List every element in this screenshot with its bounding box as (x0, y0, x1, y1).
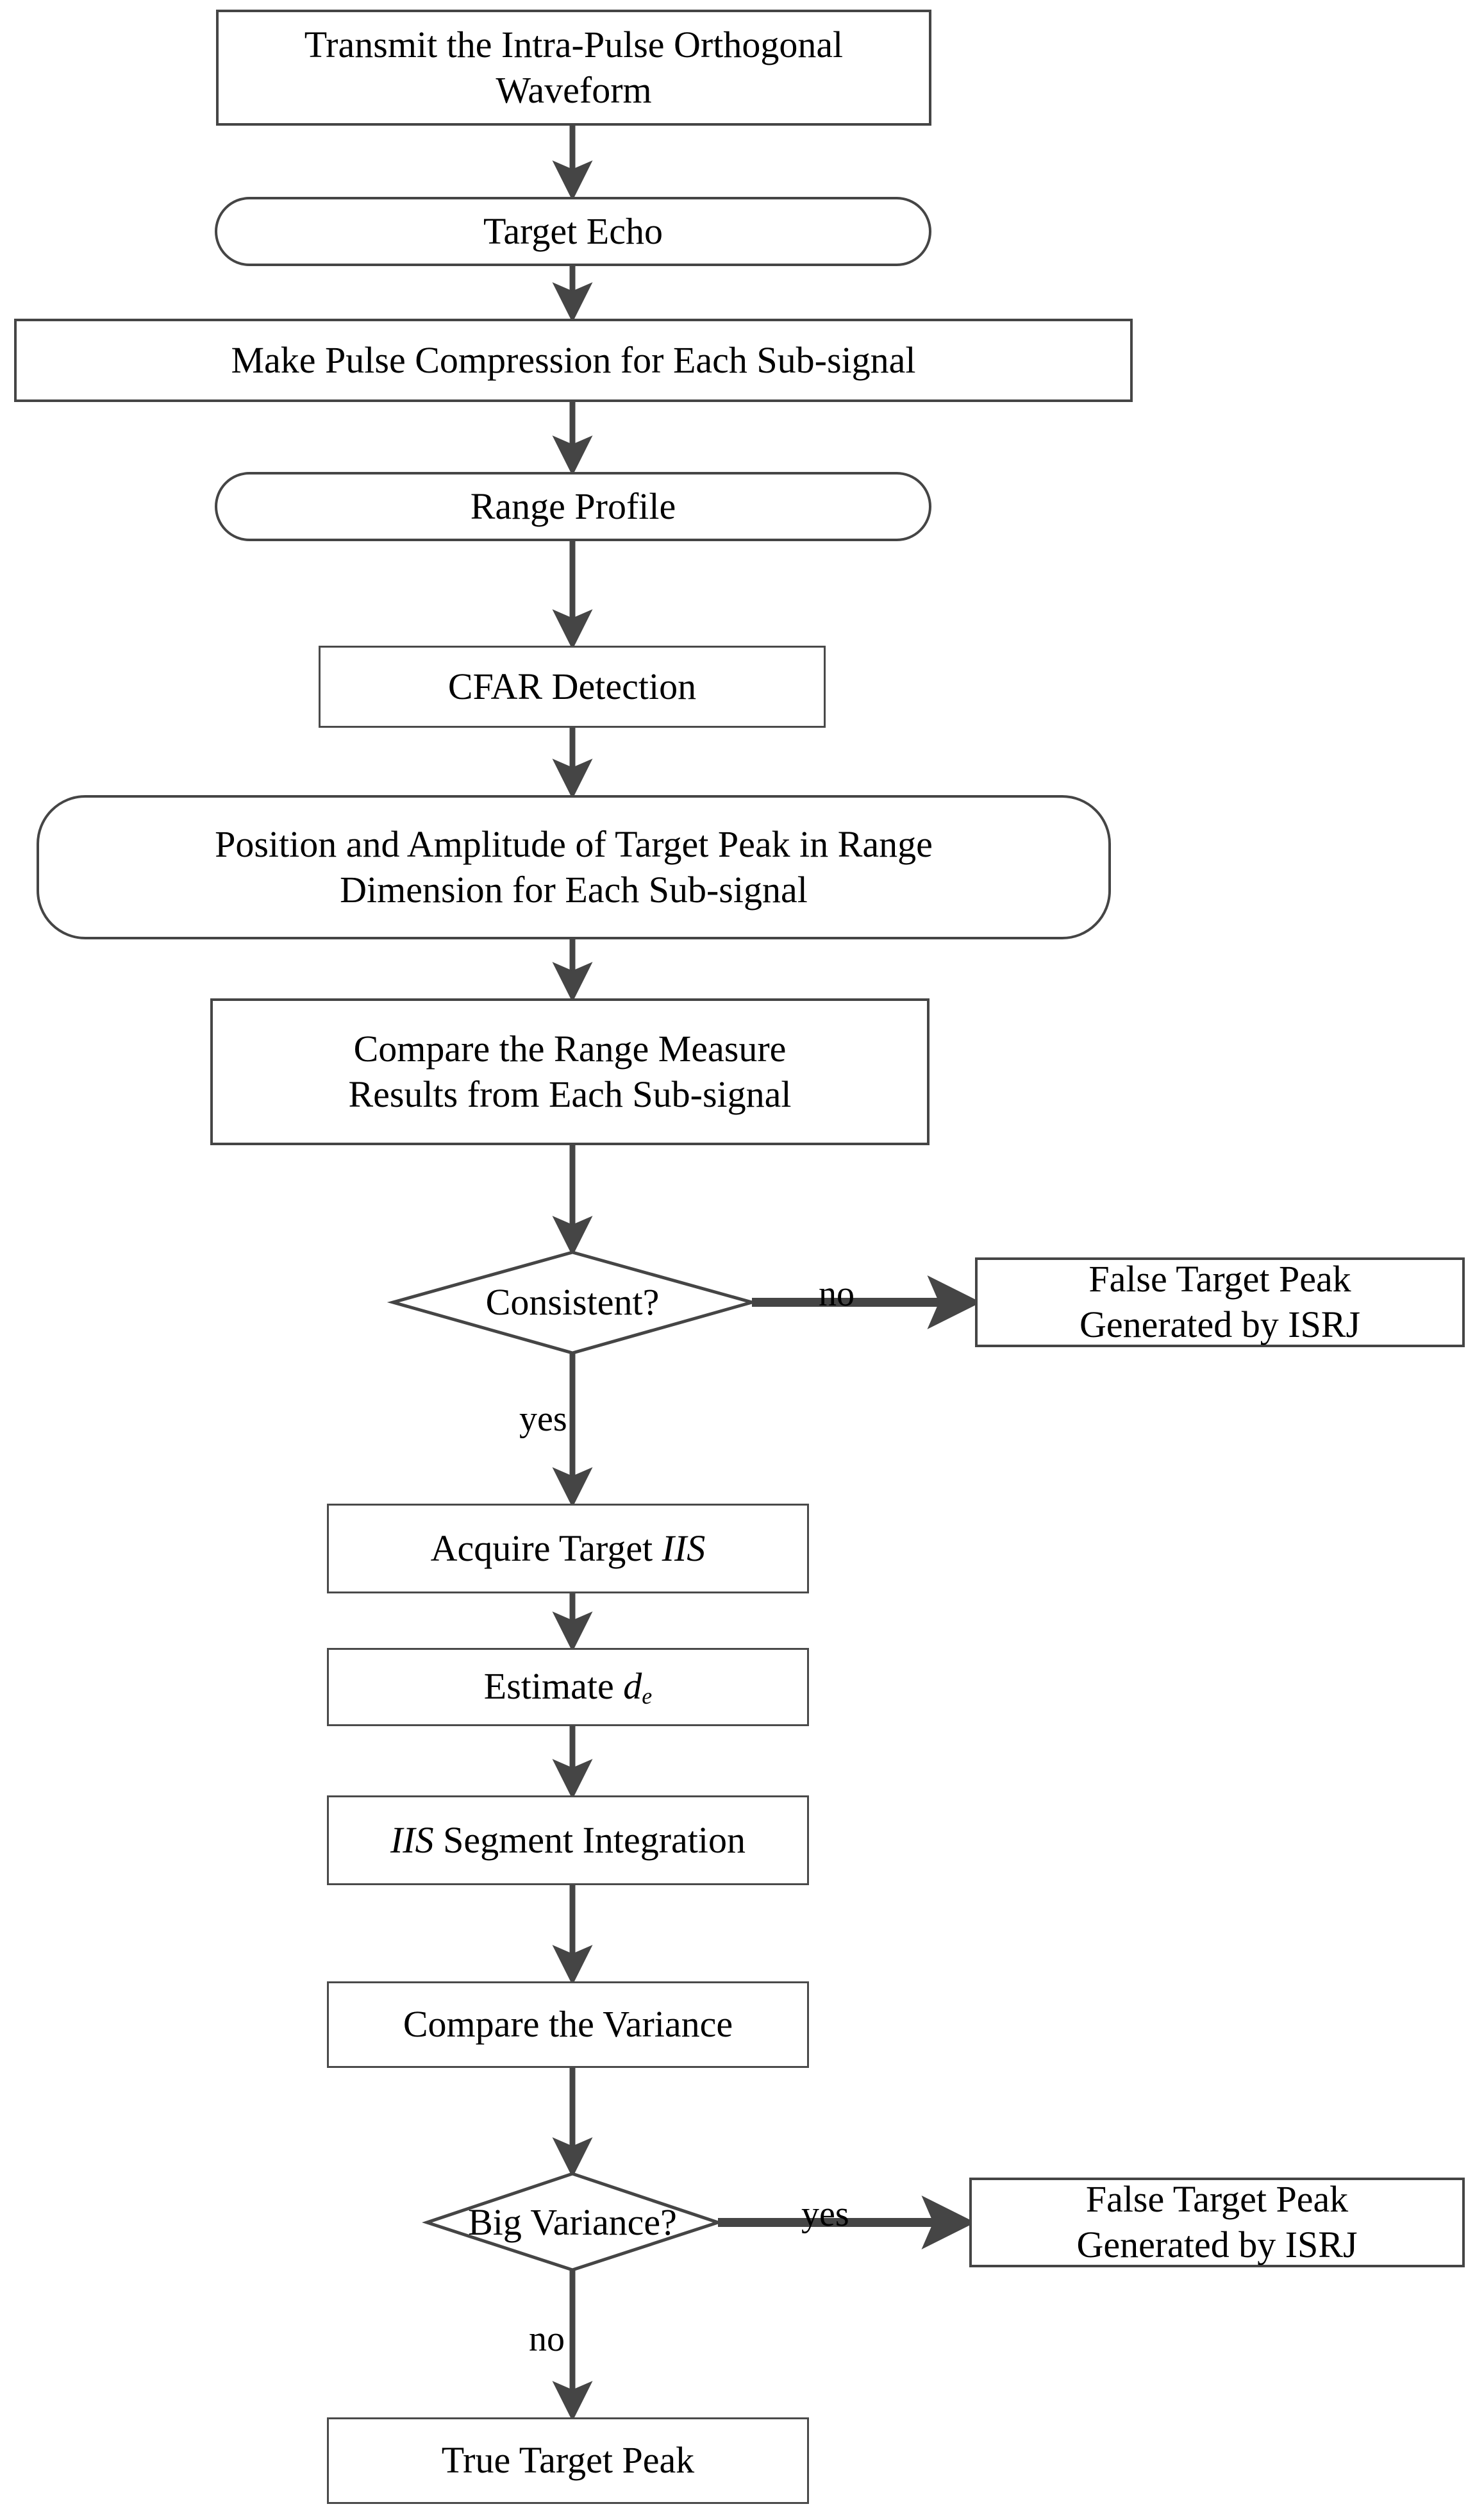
node-pulse-compression-label: Make Pulse Compression for Each Sub-sign… (231, 339, 916, 381)
node-pulse-compression[interactable]: Make Pulse Compression for Each Sub-sign… (14, 319, 1133, 402)
estimate-prefix-text: Estimate (483, 1665, 624, 1707)
node-cfar-detection-label: CFAR Detection (447, 665, 697, 707)
edge-label-consistent-yes-text: yes (519, 1399, 567, 1439)
node-compare-range-measure[interactable]: Compare the Range Measure Results from E… (210, 998, 930, 1145)
iis-suffix-text: Segment Integration (433, 1818, 746, 1861)
node-compare-variance-label: Compare the Variance (403, 2003, 733, 2045)
node-estimate-de-label: Estimate de (472, 1664, 663, 1711)
node-position-amplitude[interactable]: Position and Amplitude of Target Peak in… (37, 795, 1111, 939)
estimate-italic-d: d (623, 1665, 642, 1707)
node-true-target-peak-label: True Target Peak (441, 2439, 695, 2482)
node-false-target-peak-2-label: False Target Peak Generated by ISRJ (1076, 2178, 1358, 2265)
decision-consistent-shape (387, 1250, 758, 1355)
node-target-echo[interactable]: Target Echo (215, 197, 931, 266)
decision-big-variance-shape (422, 2172, 723, 2272)
node-range-profile-label: Range Profile (470, 485, 676, 527)
decision-consistent-label: Consistent? (393, 1278, 752, 1327)
node-range-profile[interactable]: Range Profile (215, 472, 931, 541)
node-true-target-peak[interactable]: True Target Peak (327, 2417, 809, 2504)
node-cfar-detection[interactable]: CFAR Detection (319, 646, 826, 728)
acquire-italic-text: IIS (662, 1527, 706, 1569)
edge-label-consistent-no: no (819, 1276, 855, 1312)
edge-label-consistent-yes: yes (519, 1401, 567, 1437)
decision-consistent-text: Consistent? (485, 1281, 660, 1323)
edge-label-big-variance-yes-text: yes (801, 2194, 849, 2234)
node-false-target-peak-2[interactable]: False Target Peak Generated by ISRJ (969, 2178, 1465, 2267)
node-acquire-target-iis-label: Acquire Target IIS (419, 1526, 717, 1572)
node-iis-segment-integration[interactable]: IIS Segment Integration (327, 1795, 809, 1885)
acquire-prefix-text: Acquire Target (430, 1527, 662, 1569)
node-compare-variance[interactable]: Compare the Variance (327, 1981, 809, 2068)
edge-label-big-variance-no-text: no (529, 2319, 565, 2359)
estimate-subscript-e: e (642, 1683, 653, 1709)
edge-label-big-variance-no: no (529, 2321, 565, 2357)
decision-big-variance-label: Big Variance? (427, 2198, 718, 2247)
node-false-target-peak-1[interactable]: False Target Peak Generated by ISRJ (975, 1257, 1465, 1347)
node-target-echo-label: Target Echo (483, 210, 663, 252)
node-false-target-peak-1-label: False Target Peak Generated by ISRJ (1079, 1258, 1361, 1345)
node-compare-range-measure-label: Compare the Range Measure Results from E… (348, 1027, 792, 1115)
node-estimate-de[interactable]: Estimate de (327, 1648, 809, 1726)
iis-italic-text: IIS (390, 1818, 434, 1861)
node-transmit-waveform-label: Transmit the Intra-Pulse Orthogonal Wave… (304, 23, 844, 111)
node-iis-segment-integration-label: IIS Segment Integration (379, 1818, 757, 1863)
node-transmit-waveform[interactable]: Transmit the Intra-Pulse Orthogonal Wave… (216, 10, 931, 126)
edge-label-consistent-no-text: no (819, 1274, 855, 1314)
decision-big-variance-text: Big Variance? (468, 2201, 677, 2243)
node-acquire-target-iis[interactable]: Acquire Target IIS (327, 1504, 809, 1593)
node-position-amplitude-label: Position and Amplitude of Target Peak in… (215, 823, 933, 911)
edge-label-big-variance-yes: yes (801, 2196, 849, 2232)
